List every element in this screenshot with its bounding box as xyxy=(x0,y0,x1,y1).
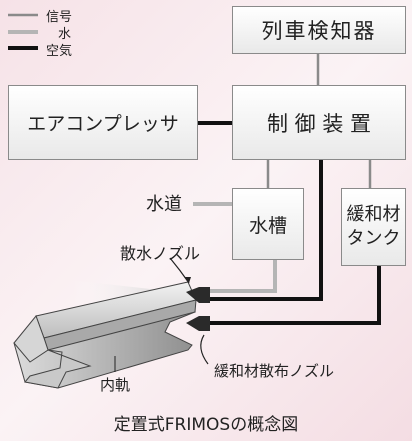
air-compressor-box: エアコンプレッサ xyxy=(8,85,198,160)
controller-box: 制 御 装 置 xyxy=(232,85,406,160)
air-line-mitigation xyxy=(208,266,381,325)
figure-caption: 定置式FRIMOSの概念図 xyxy=(113,415,299,435)
air-line-spray xyxy=(208,160,323,301)
water-line-spray xyxy=(208,260,277,293)
mitigation-tank-box: 緩和材 タンク xyxy=(341,188,406,266)
mitigation-nozzle-icon xyxy=(186,316,210,331)
legend-signal-label: 信号 xyxy=(46,10,73,25)
mitigation-nozzle-label: 緩和材散布ノズル xyxy=(214,362,335,380)
inner-rail-label: 内軌 xyxy=(100,376,131,394)
mitigation-tank-label-1: 緩和材 xyxy=(346,204,401,225)
mitigation-tank-label-2: タンク xyxy=(346,228,401,249)
water-supply-label: 水道 xyxy=(146,194,182,215)
spray-nozzle-icon xyxy=(186,287,210,303)
legend-air-label: 空気 xyxy=(46,44,73,59)
train-detector-box: 列車検知器 xyxy=(232,6,406,54)
spray-nozzle-label: 散水ノズル xyxy=(120,244,201,263)
mitigation-nozzle-pointer xyxy=(200,334,209,365)
legend-water-label: 水 xyxy=(58,27,72,42)
rail-illustration xyxy=(13,281,197,389)
water-tank-box: 水槽 xyxy=(232,188,304,260)
